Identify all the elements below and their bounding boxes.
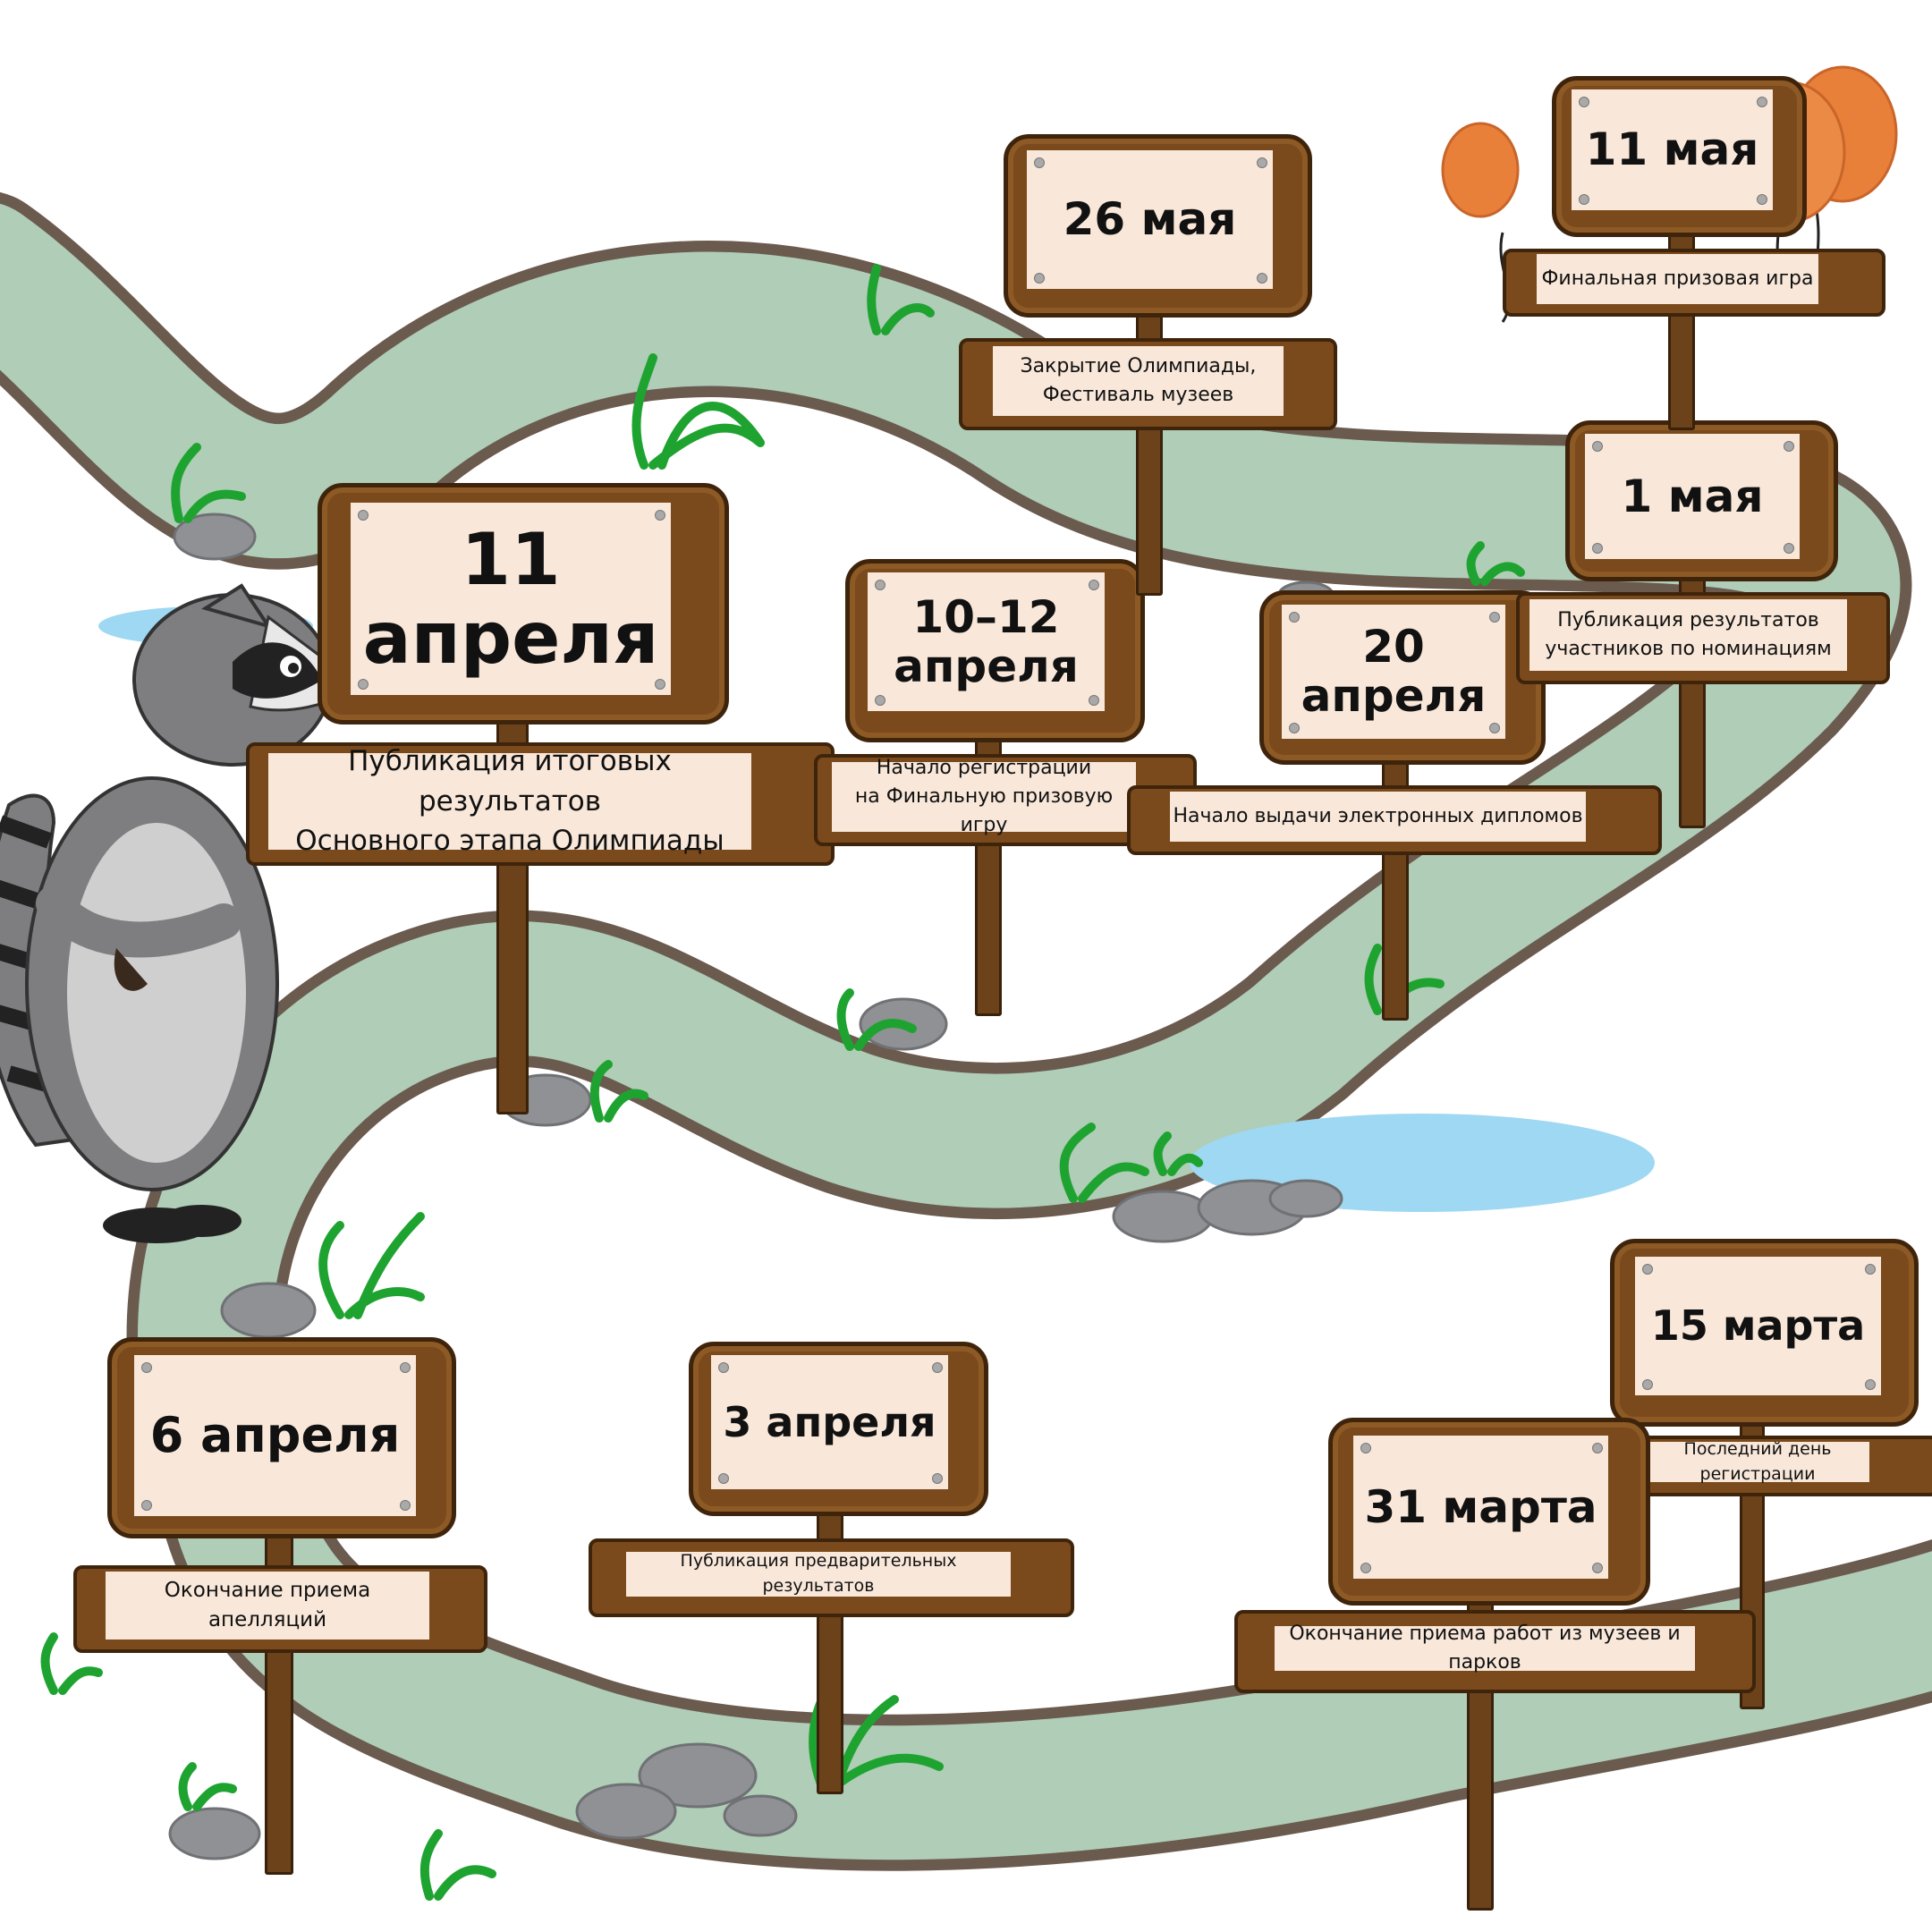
milestone-date: 26 мая <box>1027 150 1273 289</box>
nail <box>655 510 665 521</box>
nail <box>1592 1563 1603 1573</box>
nail <box>1592 1443 1603 1453</box>
nail <box>358 679 369 690</box>
nail <box>932 1473 943 1484</box>
milestone-caption: Публикация предварительных результатов <box>626 1551 1011 1597</box>
nail <box>875 580 886 590</box>
milestone-date: 15 марта <box>1635 1257 1881 1395</box>
nail <box>1784 543 1794 554</box>
nail <box>1034 157 1045 168</box>
nail <box>400 1362 411 1373</box>
nail <box>1865 1379 1876 1390</box>
nail <box>1757 194 1767 205</box>
nail <box>718 1473 729 1484</box>
milestone-caption: Начало регистрации на Финальную призовую… <box>832 757 1136 836</box>
milestone-date: 10–12 апреля <box>868 572 1105 711</box>
nail <box>141 1500 152 1511</box>
nail <box>1757 97 1767 107</box>
milestone-caption: Закрытие Олимпиады, Фестиваль музеев <box>993 346 1284 416</box>
nail <box>1360 1443 1371 1453</box>
nail <box>141 1362 152 1373</box>
nail <box>718 1362 729 1373</box>
nail <box>1865 1264 1876 1275</box>
milestone-caption: Окончание приема работ из музеев и парко… <box>1275 1623 1695 1674</box>
nail <box>1089 580 1099 590</box>
nail <box>1489 612 1500 623</box>
nail <box>358 510 369 521</box>
milestone-date: 11 мая <box>1572 89 1773 210</box>
raccoon <box>0 583 369 1243</box>
milestone-date: 31 марта <box>1353 1436 1608 1579</box>
nail <box>1289 612 1300 623</box>
nail <box>1089 695 1099 706</box>
nail <box>1642 1379 1653 1390</box>
nail <box>1289 723 1300 733</box>
milestone-caption: Начало выдачи электронных дипломов <box>1170 792 1586 842</box>
milestone-date: 6 апреля <box>134 1355 416 1516</box>
sign-post <box>1382 742 1409 1021</box>
nail <box>1642 1264 1653 1275</box>
nail <box>1579 97 1589 107</box>
nail <box>1784 441 1794 452</box>
milestone-caption: Окончание приема апелляций <box>106 1572 429 1640</box>
milestone-date: 1 мая <box>1585 434 1800 559</box>
nail <box>1034 273 1045 284</box>
nail <box>1489 723 1500 733</box>
milestone-caption: Публикация результатов участников по ном… <box>1530 599 1847 671</box>
milestone-date: 11 апреля <box>351 503 671 695</box>
milestone-caption: Финальная призовая игра <box>1537 254 1818 304</box>
nail <box>1257 157 1267 168</box>
nail <box>1592 441 1603 452</box>
nail <box>1579 194 1589 205</box>
nail <box>932 1362 943 1373</box>
nail <box>875 695 886 706</box>
nail <box>400 1500 411 1511</box>
nail <box>1360 1563 1371 1573</box>
milestone-caption: Последний день регистрации <box>1646 1439 1869 1484</box>
milestone-caption: Публикация итоговых результатов Основног… <box>268 745 751 857</box>
nail <box>1592 543 1603 554</box>
nail <box>1257 273 1267 284</box>
milestone-date: 3 апреля <box>711 1355 948 1489</box>
nail <box>655 679 665 690</box>
milestone-date: 20 апреля <box>1282 605 1505 739</box>
